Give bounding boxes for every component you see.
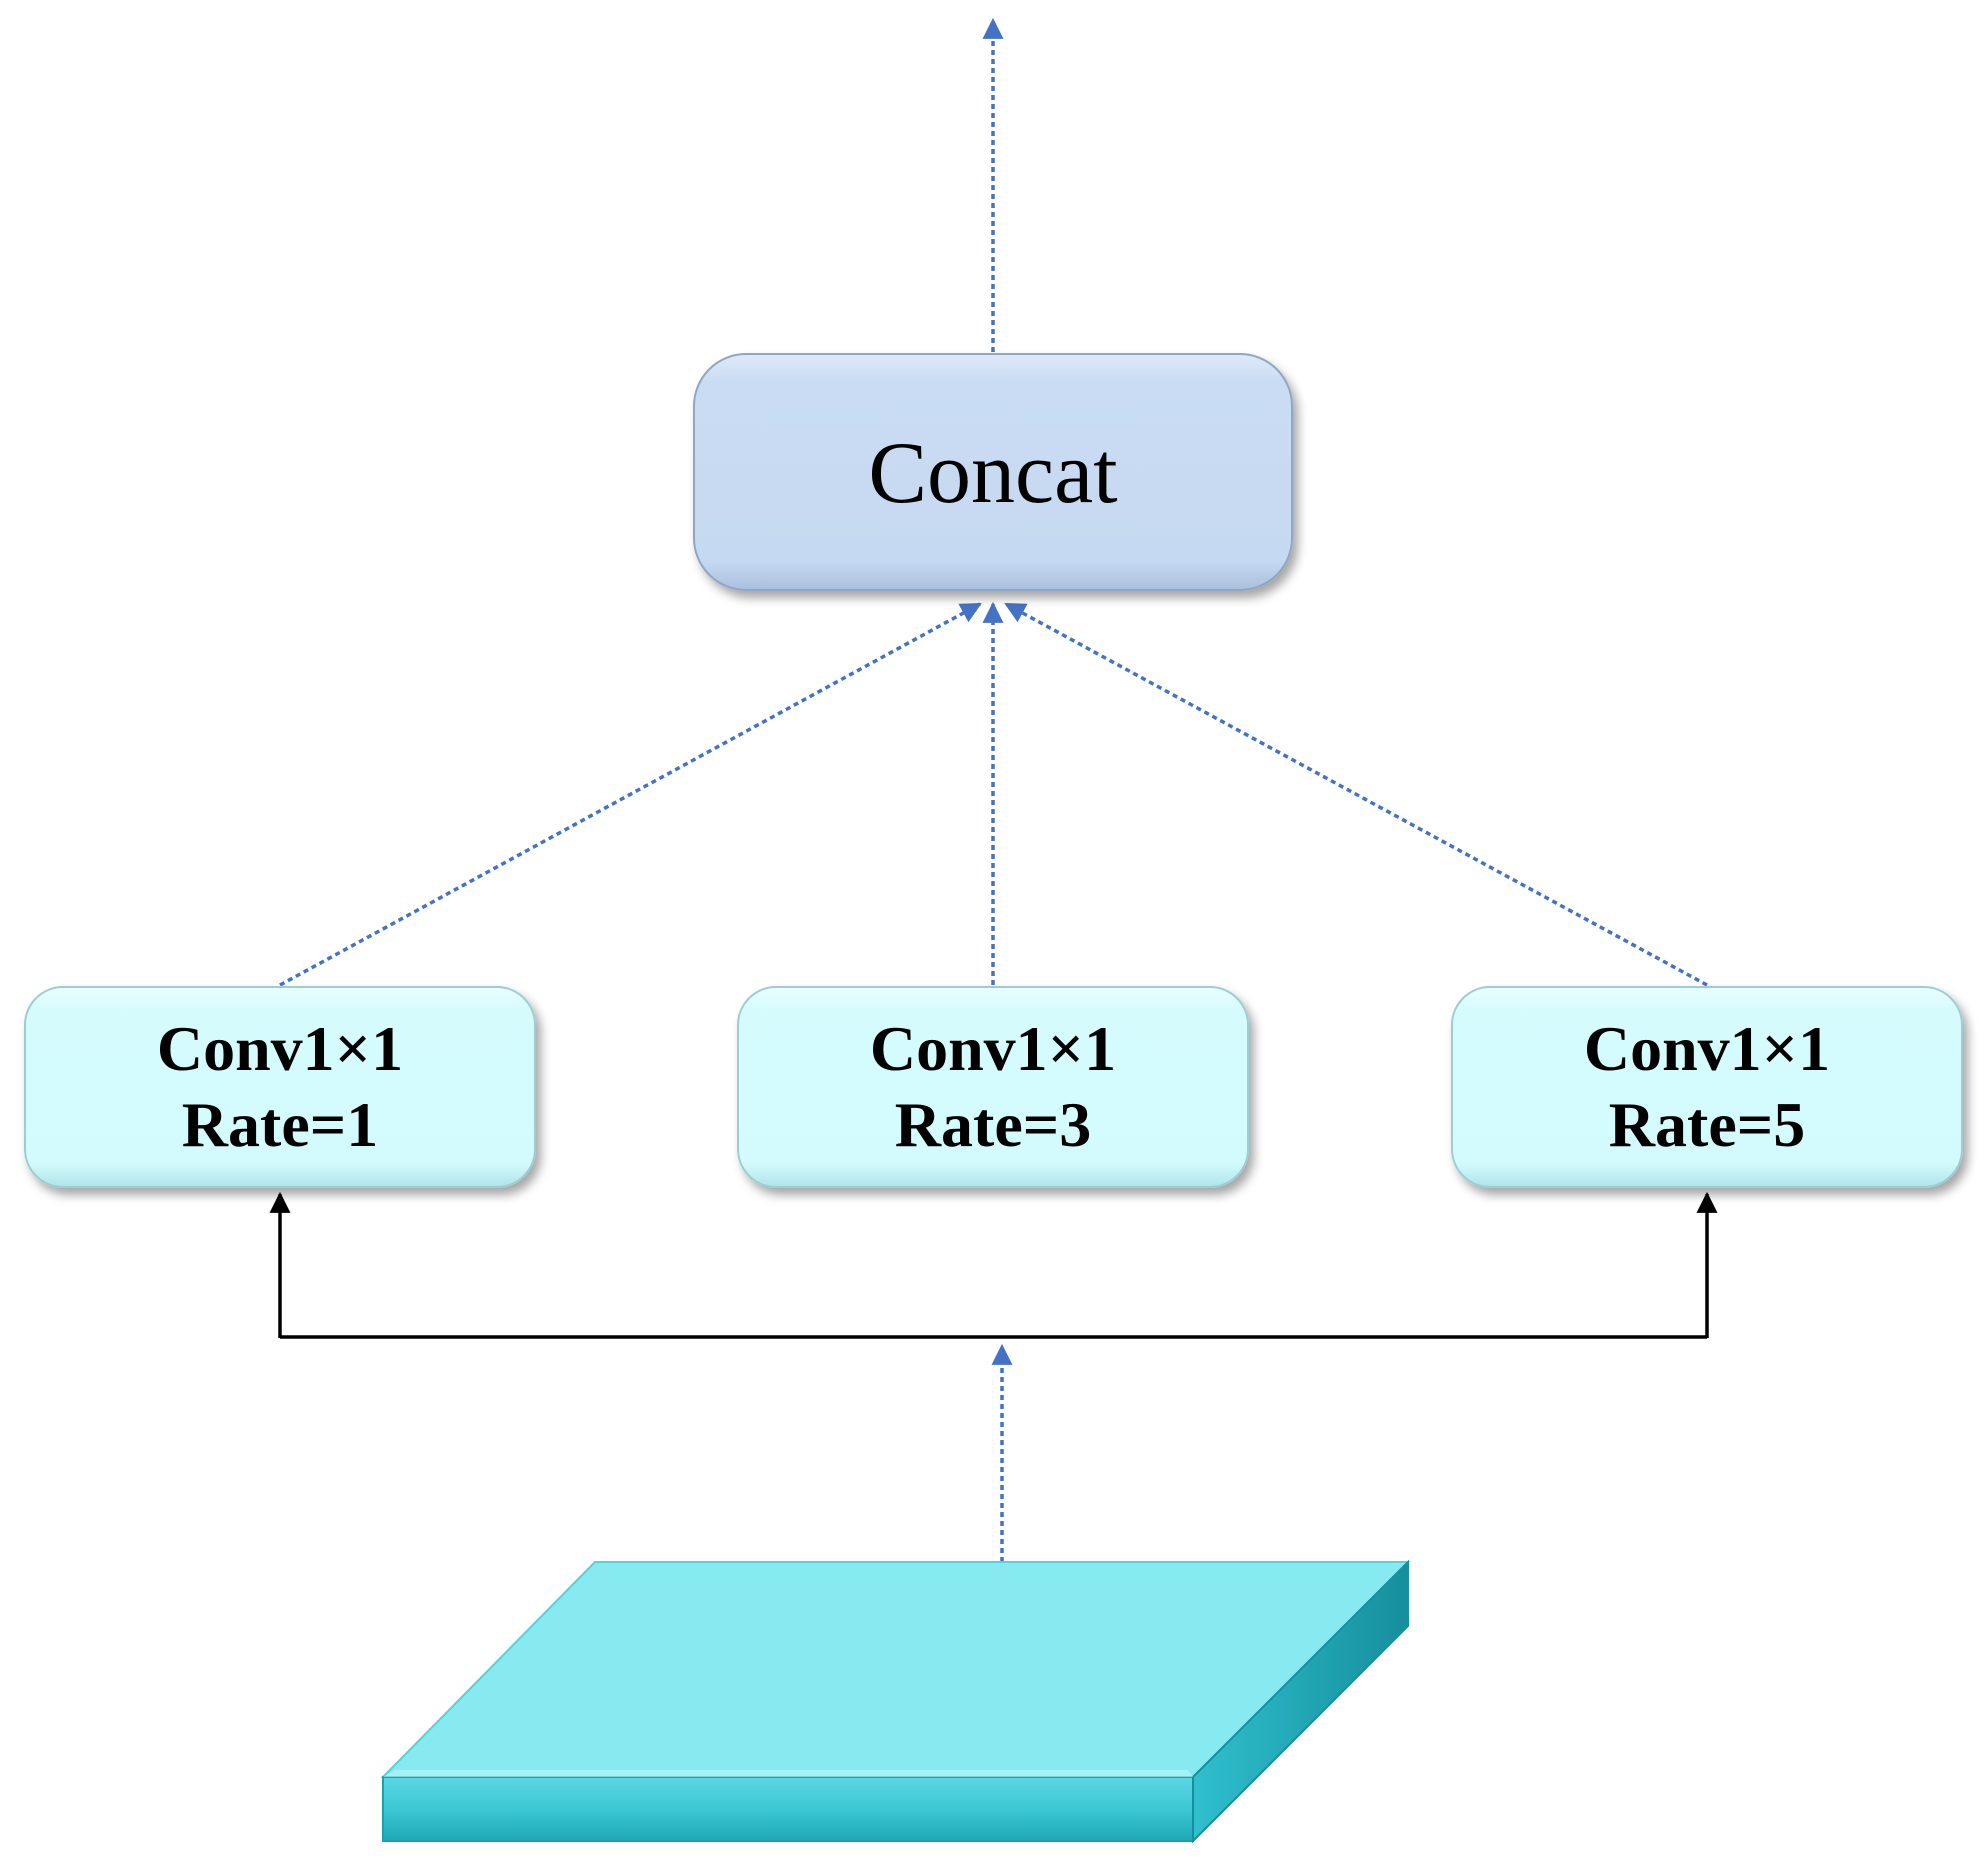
- branch-2-rate-label: Rate=3: [895, 1089, 1091, 1160]
- feature-map-front-face: [382, 1776, 1194, 1842]
- concat-node: Concat: [693, 353, 1293, 591]
- branch-1-rate-label: Rate=1: [182, 1089, 378, 1160]
- branch-3-op-label: Conv1×1: [1584, 1013, 1830, 1084]
- branch-node-rate-5: Conv1×1 Rate=5: [1451, 986, 1963, 1188]
- branch-3-to-concat-arrow: [1004, 602, 1708, 987]
- branch-2-op-label: Conv1×1: [870, 1013, 1116, 1084]
- branch-1-to-concat-arrow: [279, 602, 982, 987]
- branch-node-rate-1: Conv1×1 Rate=1: [24, 986, 536, 1188]
- branch-3-rate-label: Rate=5: [1609, 1089, 1805, 1160]
- concat-label: Concat: [868, 425, 1117, 522]
- input-feature-map: [380, 1559, 1411, 1844]
- branch-1-op-label: Conv1×1: [157, 1013, 403, 1084]
- branch-node-rate-3: Conv1×1 Rate=3: [737, 986, 1249, 1188]
- feature-map-side-face: [1192, 1559, 1409, 1844]
